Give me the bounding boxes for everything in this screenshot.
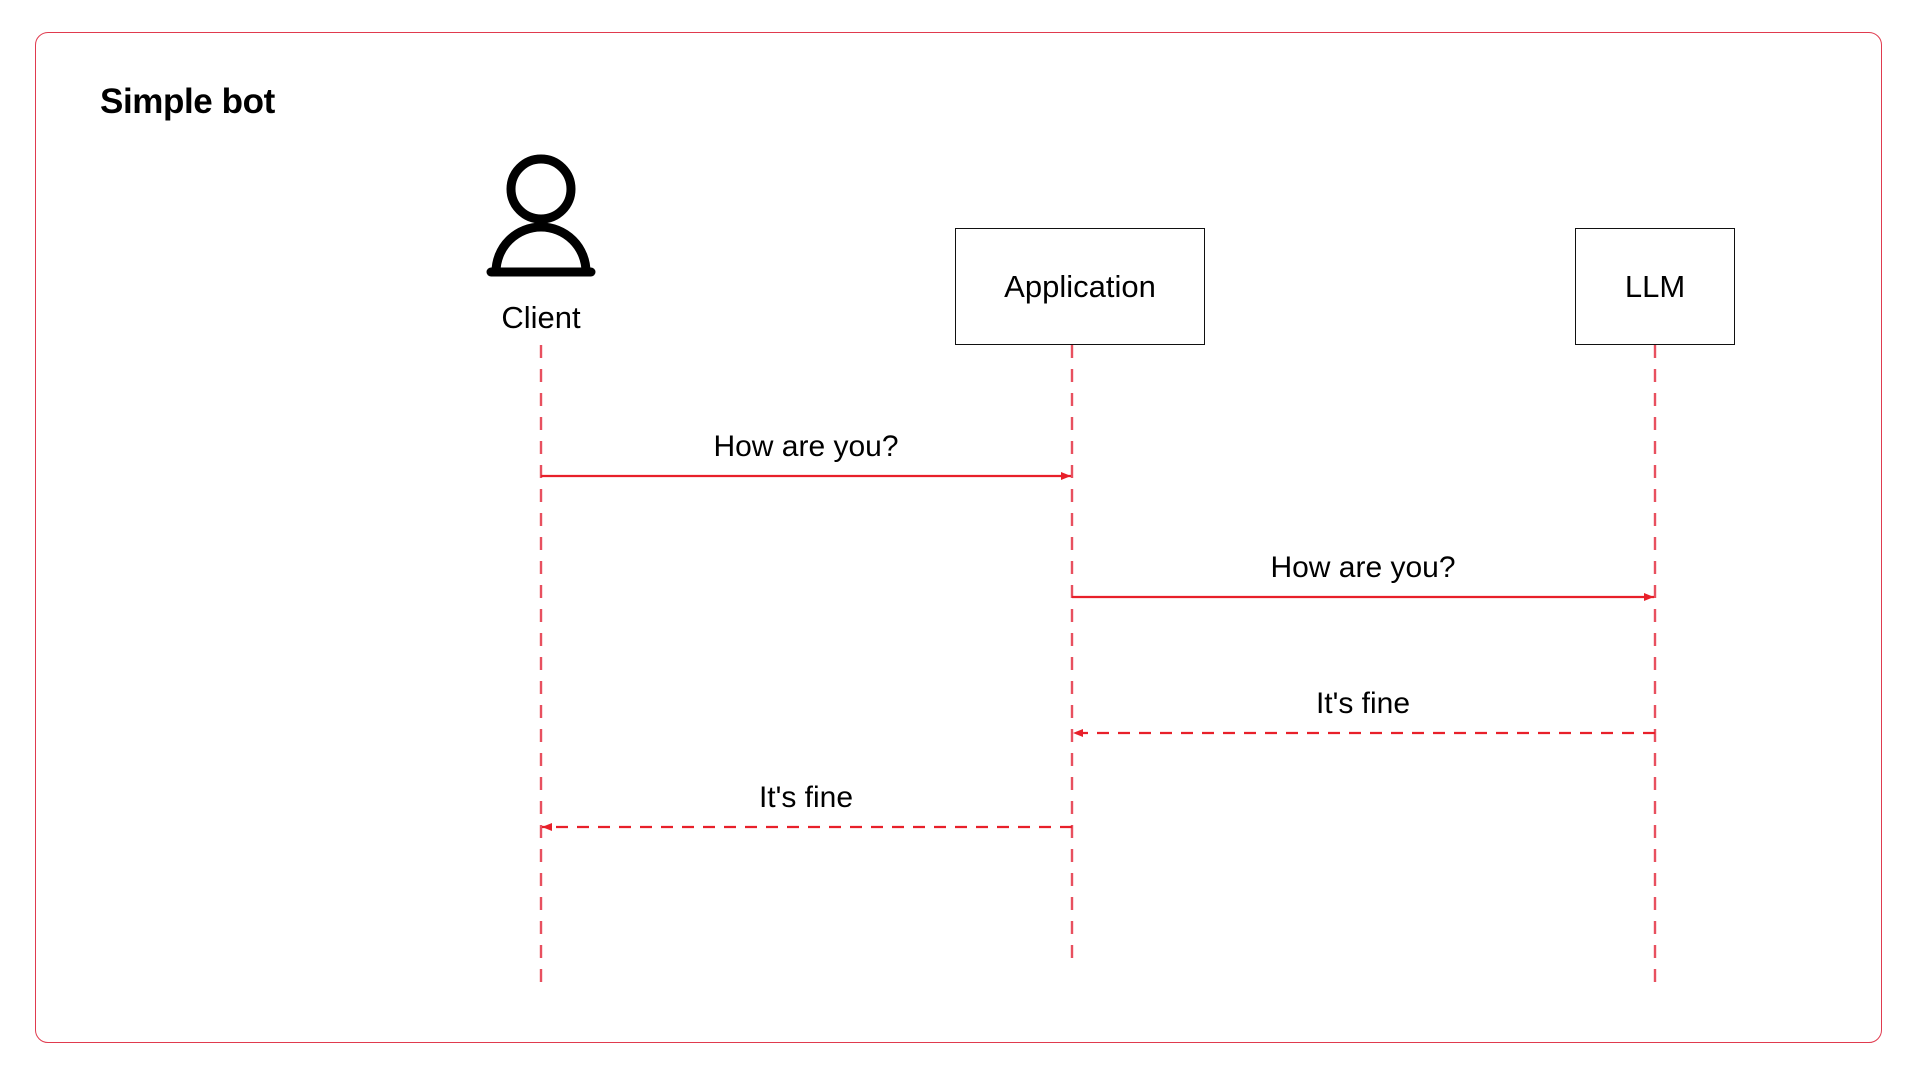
message-label-4: It's fine	[758, 781, 854, 814]
participant-label-llm: LLM	[1624, 268, 1686, 304]
participant-box-llm[interactable]: LLM	[1575, 228, 1735, 345]
message-label-2: How are you?	[1270, 551, 1456, 584]
participant-label-client: Client	[501, 300, 581, 335]
message-label-1: How are you?	[713, 430, 899, 463]
participant-label-application: Application	[1004, 268, 1156, 304]
message-label-3: It's fine	[1315, 687, 1411, 720]
participant-box-application[interactable]: Application	[955, 228, 1205, 345]
diagram-frame	[35, 32, 1882, 1043]
actor-icon-client	[486, 154, 596, 277]
page-title: Simple bot	[100, 82, 275, 121]
